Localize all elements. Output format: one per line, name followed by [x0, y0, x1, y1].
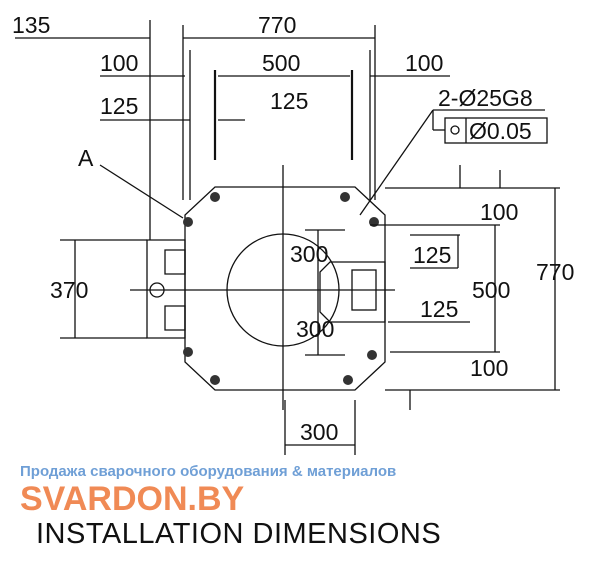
position-tolerance-icon — [450, 125, 460, 135]
watermark-brand: SVARDON.BY — [20, 480, 244, 518]
dim-770-right: 770 — [536, 259, 574, 285]
dim-125-right-lower: 125 — [420, 296, 458, 322]
dim-100-right-top: 100 — [480, 199, 518, 225]
dim-500-right: 500 — [472, 277, 510, 303]
robot-base-outline — [130, 165, 395, 410]
dim-100-right: 100 — [405, 50, 443, 76]
tolerance-frame — [444, 117, 548, 144]
dim-100-right-bottom: 100 — [470, 355, 508, 381]
watermark-tagline: Продажа сварочного оборудования & матери… — [20, 463, 396, 480]
watermark: Продажа сварочного оборудования & матери… — [20, 463, 396, 518]
bolt-holes — [183, 192, 379, 385]
dim-100-left: 100 — [100, 50, 138, 76]
dim-500-top: 500 — [262, 50, 300, 76]
dim-125-right-upper: 125 — [413, 242, 451, 268]
dim-125-left: 125 — [100, 93, 138, 119]
drawing-title: INSTALLATION DIMENSIONS — [36, 518, 442, 550]
dim-300-bottom: 300 — [300, 419, 338, 445]
dim-770-top: 770 — [258, 12, 296, 38]
position-tolerance: Ø0.05 — [469, 118, 532, 144]
dim-300-lower: 300 — [296, 316, 334, 342]
dim-370: 370 — [50, 277, 88, 303]
dim-125-center: 125 — [270, 88, 308, 114]
dim-135: 135 — [12, 12, 50, 38]
label-a: A — [78, 145, 94, 171]
dimension-lines — [15, 20, 560, 455]
dimension-labels: 135 770 100 500 100 125 125 2-Ø25G8 Ø0.0… — [12, 12, 574, 445]
hole-spec: 2-Ø25G8 — [438, 85, 533, 111]
dim-300-upper: 300 — [290, 241, 328, 267]
